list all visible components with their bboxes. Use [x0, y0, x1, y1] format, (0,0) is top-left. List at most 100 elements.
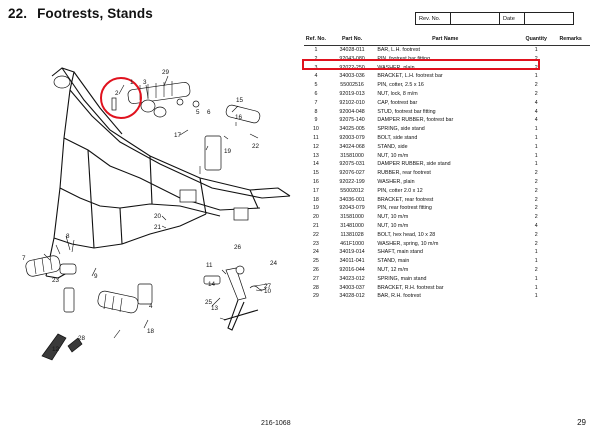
- part-number: 92075-140: [339, 117, 365, 124]
- part-number: 11381028: [340, 231, 364, 238]
- part-ref-no: 14: [312, 161, 319, 168]
- part-quantity: 2: [534, 178, 538, 185]
- callout-3: 3: [143, 79, 147, 86]
- callout-21: 21: [154, 224, 162, 231]
- part-quantity: 2: [534, 55, 538, 62]
- part-quantity: 2: [534, 240, 538, 247]
- callout-9: 9: [94, 273, 98, 280]
- part-quantity: 4: [534, 108, 538, 115]
- part-ref-no: 17: [312, 187, 319, 194]
- part-name: PIN, cotter 2.0 x 12: [377, 187, 423, 194]
- part-ref-no: 11: [313, 134, 319, 141]
- part-name: BRACKET, L.H. footrest bar: [377, 73, 443, 80]
- part-number: 34028-011: [339, 47, 365, 53]
- part-remarks: [558, 266, 590, 275]
- lower-footrest-parts: [25, 255, 153, 361]
- part-number: 34003-037: [339, 284, 365, 291]
- part-name: PIN, rear footrest fitting: [377, 205, 432, 212]
- part-number: 55002516: [340, 82, 364, 89]
- footer-code: 216-1068: [261, 420, 291, 427]
- callout-5: 5: [196, 109, 200, 116]
- part-remarks: [558, 284, 590, 293]
- part-ref-no: 23: [312, 240, 319, 247]
- callout-28: 28: [78, 335, 86, 342]
- part-name: SHAFT, main stand: [377, 249, 423, 256]
- part-number: 31481000: [340, 222, 364, 229]
- part-remarks: [558, 143, 590, 152]
- part-ref-no: 9: [314, 117, 318, 124]
- part-remarks: [558, 90, 590, 99]
- header-ref-no: Ref. No.: [304, 34, 328, 46]
- part-remarks: [558, 160, 590, 169]
- callout-25: 25: [205, 299, 213, 306]
- part-number: 92043-079: [339, 205, 365, 212]
- part-ref-no: 19: [312, 205, 319, 212]
- part-ref-no: 20: [312, 214, 319, 221]
- part-ref-no: 12: [312, 143, 319, 150]
- part-quantity: 1: [534, 143, 538, 150]
- callout-26: 26: [234, 244, 242, 251]
- part-remarks: [558, 108, 590, 117]
- part-name: BAR, L.H. footrest: [377, 47, 421, 53]
- callout-24: 24: [270, 260, 278, 267]
- part-remarks: [558, 222, 590, 231]
- callout-19: 19: [224, 148, 232, 155]
- part-quantity: 2: [534, 231, 538, 238]
- part-ref-no: 13: [312, 152, 319, 159]
- callout-20: 20: [154, 213, 162, 220]
- parts-table-header: Ref. No. Part No. Part Name Quantity Rem…: [304, 34, 590, 46]
- part-remarks: [558, 99, 590, 108]
- part-number: 31581000: [340, 214, 364, 221]
- part-remarks: [558, 240, 590, 249]
- part-number: 92075-031: [339, 161, 365, 168]
- callout-4: 4: [149, 303, 153, 310]
- part-name: BRACKET, rear footrest: [377, 196, 434, 203]
- part-quantity: 2: [534, 187, 538, 194]
- part-remarks: [558, 248, 590, 257]
- part-number: 34036-001: [339, 196, 365, 203]
- part-ref-no: 18: [312, 196, 319, 203]
- part-name: WASHER, plain: [377, 178, 415, 185]
- part-name: STAND, side: [377, 143, 408, 150]
- header-quantity: Quantity: [514, 34, 559, 46]
- part-quantity: 2: [534, 266, 538, 273]
- part-number: 92003-079: [339, 134, 365, 141]
- part-name: STAND, main: [377, 258, 410, 265]
- callout-highlight-circle: [100, 77, 142, 119]
- part-quantity: 2: [534, 170, 538, 177]
- part-number: 34011-041: [339, 258, 365, 265]
- callout-13: 13: [211, 305, 219, 312]
- part-number: 34003-036: [339, 73, 365, 80]
- callout-22: 22: [252, 143, 260, 150]
- part-name: NUT, 10 m/m: [377, 152, 409, 159]
- part-number: 92076-027: [339, 170, 365, 177]
- callout-16: 16: [235, 114, 243, 121]
- page-title: 22.Footrests, Stands: [8, 6, 153, 21]
- part-remarks: [558, 152, 590, 161]
- part-name: NUT, 12 m/m: [377, 266, 409, 273]
- rev-no-field: [450, 12, 500, 25]
- part-ref-no: 4: [314, 73, 318, 80]
- part-remarks: [558, 196, 590, 205]
- part-quantity: 1: [534, 47, 538, 53]
- callout-27: 27: [264, 283, 272, 290]
- part-name: RUBBER, rear footrest: [377, 170, 431, 177]
- part-remarks: [558, 125, 590, 134]
- part-name: CAP, footrest bar: [377, 99, 418, 106]
